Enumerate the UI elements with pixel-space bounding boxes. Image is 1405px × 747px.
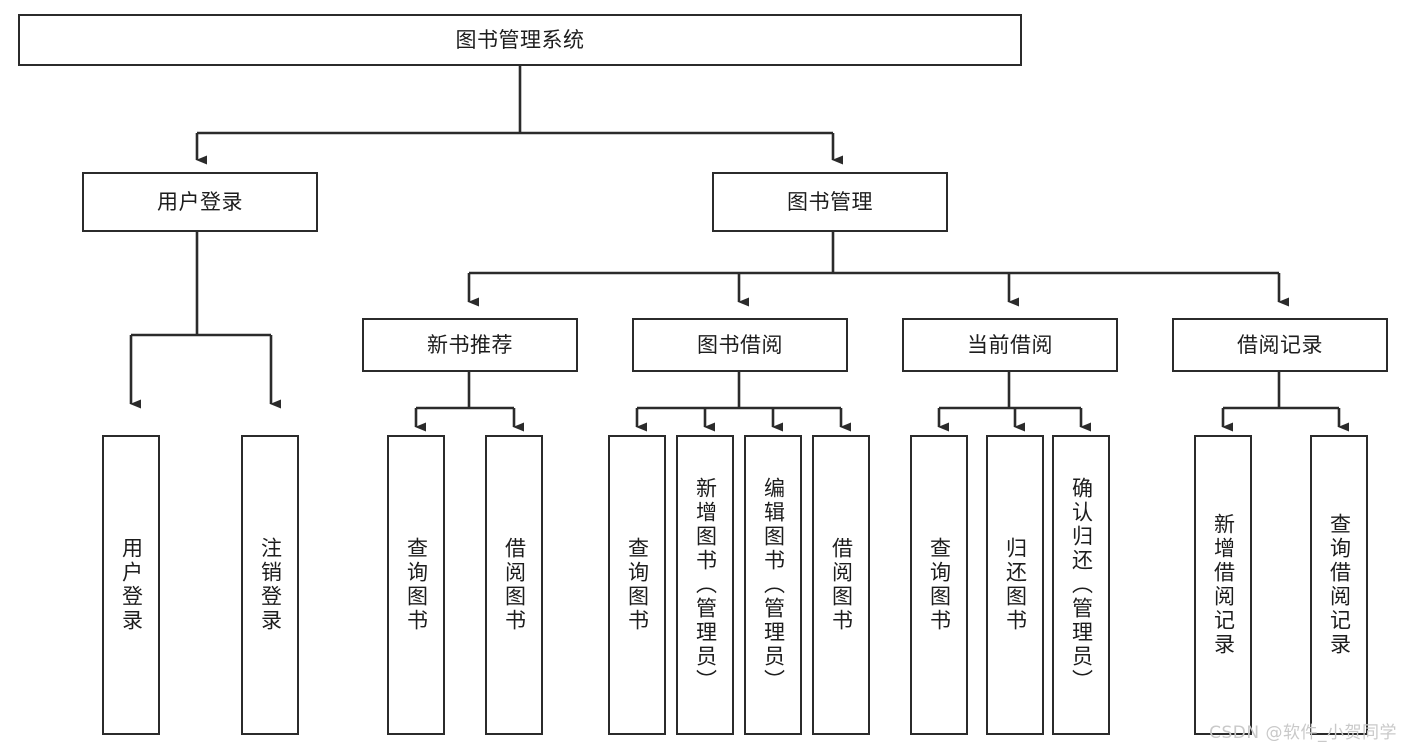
node-label: 图书管理系统 <box>455 27 585 52</box>
node-leaf-add-book[interactable]: 新增图书（管理员） <box>676 435 734 735</box>
node-leaf-query-book-3[interactable]: 查询图书 <box>910 435 968 735</box>
watermark-text: CSDN @软件_小贺同学 <box>1209 723 1397 743</box>
node-leaf-add-record[interactable]: 新增借阅记录 <box>1194 435 1252 735</box>
node-label: 用户登录 <box>119 537 144 633</box>
node-label: 确认归还（管理员） <box>1069 477 1094 693</box>
node-leaf-confirm-return[interactable]: 确认归还（管理员） <box>1052 435 1110 735</box>
node-leaf-user-login[interactable]: 用户登录 <box>102 435 160 735</box>
node-label: 图书借阅 <box>697 332 783 357</box>
node-label: 新书推荐 <box>427 332 513 357</box>
node-label: 查询借阅记录 <box>1327 513 1352 657</box>
node-leaf-query-book-2[interactable]: 查询图书 <box>608 435 666 735</box>
node-book-management[interactable]: 图书管理 <box>712 172 948 232</box>
node-leaf-return-book[interactable]: 归还图书 <box>986 435 1044 735</box>
node-leaf-borrow-book-2[interactable]: 借阅图书 <box>812 435 870 735</box>
node-root-book-management-system[interactable]: 图书管理系统 <box>18 14 1022 66</box>
node-new-book-recommend[interactable]: 新书推荐 <box>362 318 578 372</box>
node-current-borrow[interactable]: 当前借阅 <box>902 318 1118 372</box>
node-label: 编辑图书（管理员） <box>761 477 786 693</box>
node-book-borrow[interactable]: 图书借阅 <box>632 318 848 372</box>
node-label: 注销登录 <box>258 537 283 633</box>
node-label: 图书管理 <box>787 189 873 214</box>
node-leaf-logout-login[interactable]: 注销登录 <box>241 435 299 735</box>
node-label: 归还图书 <box>1003 537 1028 633</box>
node-label: 查询图书 <box>927 537 952 633</box>
node-label: 借阅图书 <box>502 537 527 633</box>
node-leaf-edit-book[interactable]: 编辑图书（管理员） <box>744 435 802 735</box>
node-label: 新增图书（管理员） <box>693 477 718 693</box>
node-label: 新增借阅记录 <box>1211 513 1236 657</box>
node-borrow-record[interactable]: 借阅记录 <box>1172 318 1388 372</box>
node-label: 用户登录 <box>157 189 243 214</box>
node-user-login[interactable]: 用户登录 <box>82 172 318 232</box>
node-label: 当前借阅 <box>967 332 1053 357</box>
node-leaf-query-book-1[interactable]: 查询图书 <box>387 435 445 735</box>
node-label: 借阅记录 <box>1237 332 1323 357</box>
node-label: 借阅图书 <box>829 537 854 633</box>
node-label: 查询图书 <box>404 537 429 633</box>
node-label: 查询图书 <box>625 537 650 633</box>
node-leaf-borrow-book-1[interactable]: 借阅图书 <box>485 435 543 735</box>
node-leaf-query-record[interactable]: 查询借阅记录 <box>1310 435 1368 735</box>
